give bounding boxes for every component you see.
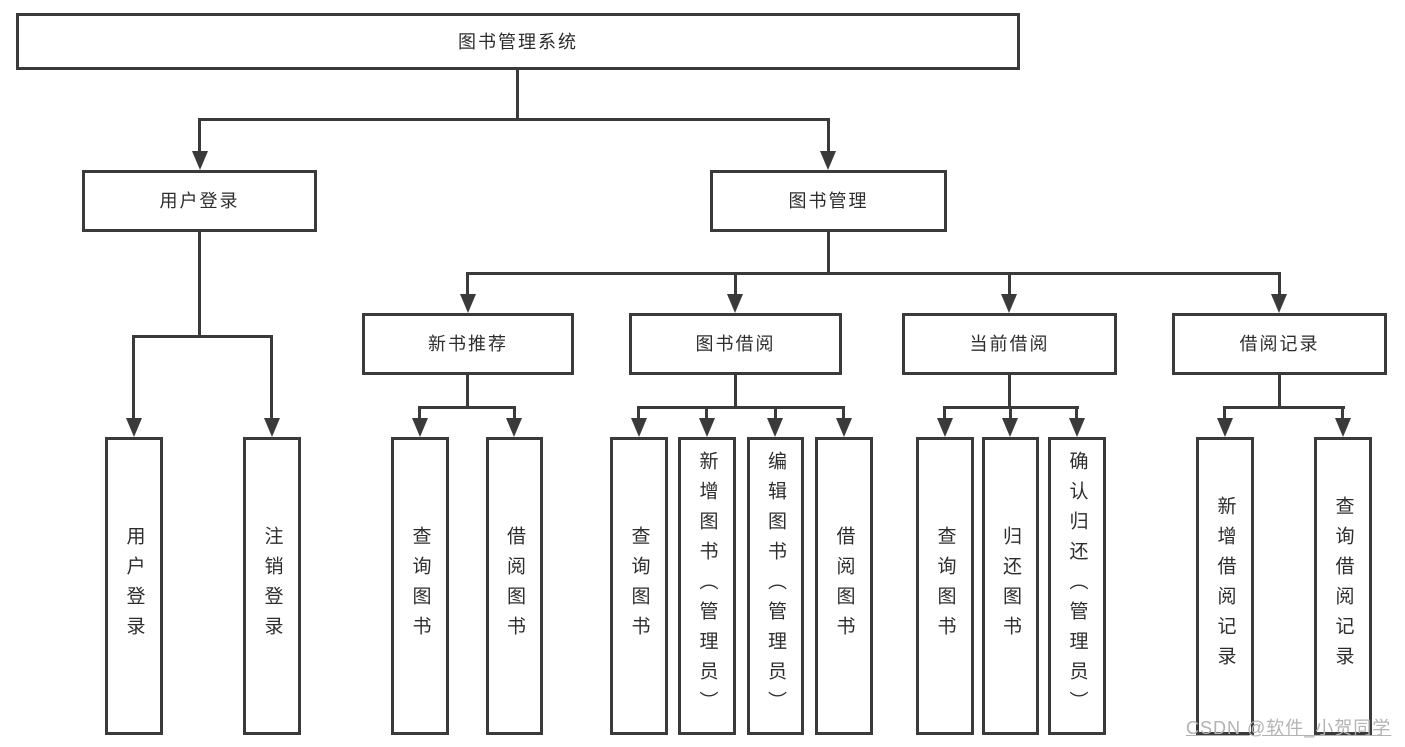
node-label: 图书管理 xyxy=(788,191,869,211)
node-current-borrow: 当前借阅 xyxy=(902,313,1117,375)
connector-vline xyxy=(132,335,135,420)
connector-vline xyxy=(1075,406,1078,420)
node-label: 图书借阅 xyxy=(695,334,776,354)
node-label: 当前借阅 xyxy=(969,334,1050,354)
node-label: 确认归还（管理员） xyxy=(1066,451,1088,721)
node-bb-borrow-books: 借阅图书 xyxy=(815,437,873,735)
node-nb-borrow-books: 借阅图书 xyxy=(486,437,543,735)
node-library-management-system: 图书管理系统 xyxy=(16,13,1020,70)
arrow-down-icon xyxy=(727,294,743,313)
node-label: 查询图书 xyxy=(628,526,650,646)
node-book-borrow: 图书借阅 xyxy=(629,313,842,375)
connector-vline xyxy=(1223,406,1226,420)
node-label: 归还图书 xyxy=(1000,526,1021,646)
node-bb-add-books-admin: 新增图书（管理员） xyxy=(678,437,736,735)
connector-hline xyxy=(418,406,516,409)
connector-hline xyxy=(637,406,845,409)
node-label: 借阅图书 xyxy=(833,526,855,646)
node-nb-query-books: 查询图书 xyxy=(391,437,449,735)
node-br-add-record: 新增借阅记录 xyxy=(1196,437,1254,735)
connector-vline xyxy=(513,406,516,420)
node-label: 用户登录 xyxy=(123,526,145,646)
arrow-down-icon xyxy=(460,294,476,313)
connector-vline xyxy=(943,406,946,420)
connector-vline xyxy=(842,406,845,420)
connector-hline xyxy=(1223,406,1345,409)
connector-vline xyxy=(1008,272,1011,298)
node-book-management: 图书管理 xyxy=(710,170,947,232)
connector-vline xyxy=(418,406,421,420)
node-label: 注销登录 xyxy=(261,526,283,646)
arrow-down-icon xyxy=(1217,418,1233,437)
arrow-down-icon xyxy=(1271,294,1287,313)
arrow-down-icon xyxy=(820,151,836,170)
connector-vline xyxy=(516,70,519,120)
node-cb-return-books: 归还图书 xyxy=(982,437,1039,735)
node-label: 用户登录 xyxy=(159,191,240,211)
node-label: 编辑图书（管理员） xyxy=(765,451,786,721)
connector-vline xyxy=(637,406,640,420)
arrow-down-icon xyxy=(1002,418,1018,437)
connector-vline xyxy=(1009,406,1012,420)
arrow-down-icon xyxy=(937,418,953,437)
node-label: 新书推荐 xyxy=(428,334,508,354)
arrow-down-icon xyxy=(412,418,428,437)
node-label: 新增借阅记录 xyxy=(1214,496,1236,676)
connector-vline xyxy=(827,118,830,154)
arrow-down-icon xyxy=(1069,418,1085,437)
node-label: 查询图书 xyxy=(409,526,431,646)
node-borrow-records: 借阅记录 xyxy=(1172,313,1387,375)
connector-vline xyxy=(705,406,708,420)
node-label: 借阅记录 xyxy=(1239,334,1320,354)
node-bb-edit-books-admin: 编辑图书（管理员） xyxy=(747,437,804,735)
arrow-down-icon xyxy=(767,418,783,437)
connector-vline xyxy=(1278,375,1281,408)
node-label: 借阅图书 xyxy=(504,526,525,646)
arrow-down-icon xyxy=(1335,418,1351,437)
arrow-down-icon xyxy=(506,418,522,437)
arrow-down-icon xyxy=(631,418,647,437)
node-label: 图书管理系统 xyxy=(458,31,578,52)
node-cb-query-books: 查询图书 xyxy=(916,437,974,735)
connector-vline xyxy=(270,335,273,420)
node-user-login: 用户登录 xyxy=(105,437,163,735)
node-logout: 注销登录 xyxy=(243,437,301,735)
arrow-down-icon xyxy=(192,151,208,170)
node-label: 新增图书（管理员） xyxy=(696,451,718,721)
node-cb-confirm-return-admin: 确认归还（管理员） xyxy=(1048,437,1106,735)
node-label: 查询借阅记录 xyxy=(1332,496,1354,676)
csdn-watermark: CSDN @软件_小贺同学 xyxy=(1186,718,1392,738)
node-user-login-group: 用户登录 xyxy=(82,170,317,232)
connector-vline xyxy=(1278,272,1281,298)
arrow-down-icon xyxy=(1001,294,1017,313)
connector-vline xyxy=(774,406,777,420)
node-label: 查询图书 xyxy=(934,526,956,646)
node-bb-query-books: 查询图书 xyxy=(610,437,668,735)
node-new-book-recommend: 新书推荐 xyxy=(362,313,574,375)
arrow-down-icon xyxy=(699,418,715,437)
connector-vline xyxy=(1008,375,1011,408)
connector-vline xyxy=(734,375,737,408)
connector-hline xyxy=(132,335,273,338)
connector-vline xyxy=(827,232,830,274)
connector-vline xyxy=(198,232,201,337)
connector-hline xyxy=(198,118,830,121)
connector-hline xyxy=(466,272,1281,275)
connector-vline xyxy=(466,272,469,298)
arrow-down-icon xyxy=(264,418,280,437)
connector-vline xyxy=(198,118,201,154)
connector-vline xyxy=(1341,406,1344,420)
connector-vline xyxy=(466,375,469,408)
arrow-down-icon xyxy=(836,418,852,437)
node-br-query-record: 查询借阅记录 xyxy=(1314,437,1372,735)
arrow-down-icon xyxy=(126,418,142,437)
connector-vline xyxy=(734,272,737,298)
